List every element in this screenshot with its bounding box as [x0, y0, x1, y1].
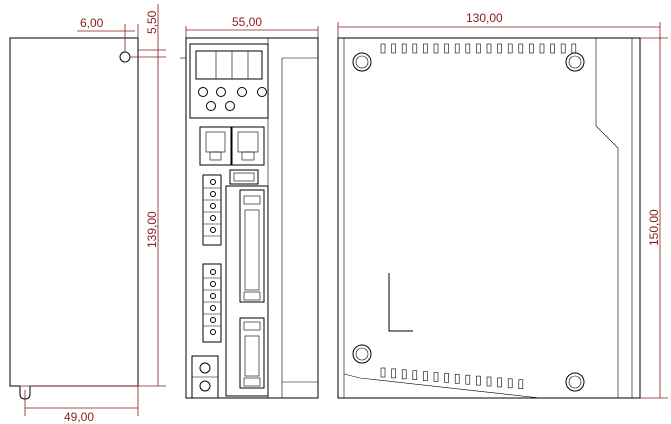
vent-slot — [539, 43, 545, 54]
dim-side-bottom-width: 49,00 — [64, 410, 94, 424]
vent-slot — [518, 379, 524, 390]
right-view: 130,00 150,00 — [337, 11, 668, 399]
io-connector-bottom — [239, 317, 265, 389]
panel-button-3 — [237, 87, 247, 97]
right-view-outline — [337, 37, 641, 399]
vent-slot — [476, 375, 481, 386]
vent-slot — [412, 43, 418, 54]
dim-front-width: 55,00 — [232, 15, 262, 29]
vent-slot — [529, 43, 534, 54]
vent-slot — [486, 43, 492, 54]
mount-hole-br — [565, 372, 585, 392]
vent-slot — [401, 369, 407, 380]
terminal-block-1 — [202, 174, 222, 246]
vent-slot — [507, 43, 513, 54]
vent-slot — [560, 43, 566, 54]
vent-slot — [476, 43, 481, 54]
dim-hole-offset-y: 5,50 — [145, 10, 159, 34]
side-view-outline — [9, 37, 139, 400]
dim-side-height: 139,00 — [145, 211, 159, 248]
vent-slot — [454, 373, 460, 384]
side-view: 6,00 5,50 139,00 49,00 — [9, 4, 166, 424]
vent-slot — [444, 43, 449, 54]
vent-slot — [433, 43, 439, 54]
vent-slot — [465, 374, 471, 385]
panel-button-5 — [206, 101, 216, 111]
panel-button-2 — [216, 87, 226, 97]
dim-right-height: 150,00 — [647, 209, 661, 246]
vent-slot — [423, 43, 428, 54]
vent-slot — [465, 43, 471, 54]
mount-hole-bl — [352, 344, 372, 364]
vent-slot — [518, 43, 524, 54]
panel-button-1 — [198, 87, 208, 97]
vent-slot — [444, 373, 449, 383]
rj45-port-left — [199, 126, 232, 166]
l-mark — [388, 273, 413, 332]
vent-slot — [423, 371, 428, 381]
vent-slot — [412, 370, 418, 381]
vent-slot — [401, 43, 407, 54]
vent-slots-bottom — [380, 367, 524, 390]
mounting-hole-top — [119, 51, 131, 63]
dim-right-width: 130,00 — [466, 11, 503, 25]
panel-button-4 — [257, 87, 267, 97]
display-screen — [195, 50, 263, 80]
front-view-outline — [185, 37, 319, 399]
vent-slot — [380, 43, 386, 54]
vent-slot — [486, 376, 492, 387]
front-view: 55,00 — [180, 15, 319, 399]
vent-slots-top — [380, 43, 577, 54]
vent-slot — [507, 378, 513, 389]
mount-hole-tl — [352, 52, 372, 72]
vent-slot — [433, 372, 439, 382]
rj45-port-right — [231, 126, 265, 166]
io-connector-top — [239, 189, 265, 303]
io-connector-frame — [225, 185, 269, 397]
vent-slot — [391, 368, 396, 379]
vent-slot — [571, 43, 577, 54]
vent-slot — [380, 367, 386, 378]
vent-slot — [454, 43, 460, 54]
vent-slot — [497, 43, 502, 54]
terminal-block-2 — [202, 263, 222, 343]
dim-hole-offset-x: 6,00 — [80, 16, 104, 30]
display-panel — [189, 43, 269, 119]
vent-slot — [497, 377, 502, 388]
usb-connector — [229, 169, 259, 185]
vent-slot — [550, 43, 555, 54]
vent-slot — [391, 43, 396, 54]
panel-button-6 — [225, 101, 235, 111]
